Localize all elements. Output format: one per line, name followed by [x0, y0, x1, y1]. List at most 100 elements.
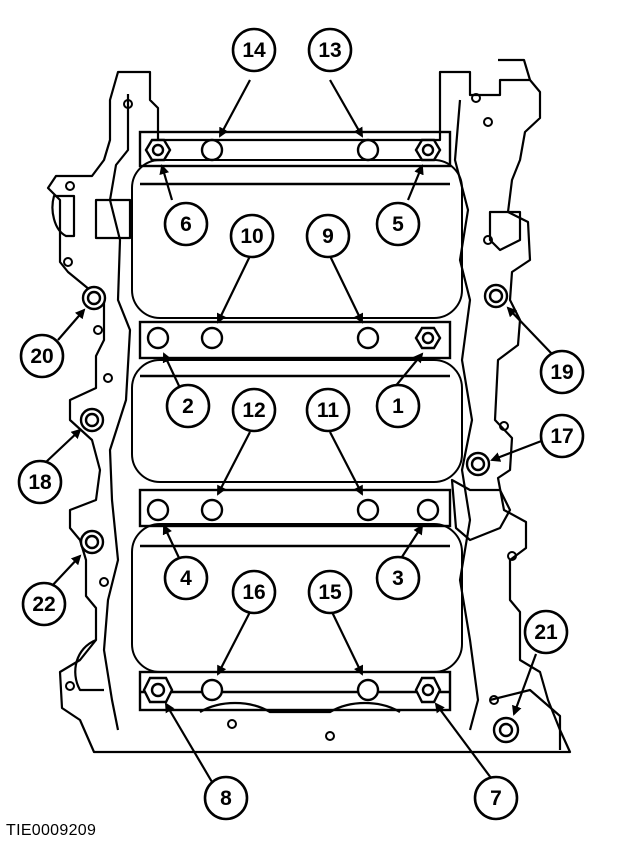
bearing-cap-3	[138, 488, 452, 528]
callout-circle	[21, 581, 67, 627]
bolt-12	[200, 498, 224, 522]
callout-13: 13	[307, 27, 353, 73]
bolt-19	[483, 283, 509, 309]
bolt-4	[146, 498, 170, 522]
callout-circle	[473, 775, 519, 821]
callout-20: 20	[19, 333, 65, 379]
callout-label: 18	[28, 471, 52, 494]
callout-circle	[19, 333, 65, 379]
bolt-11	[356, 498, 380, 522]
callout-label: 17	[550, 425, 573, 448]
leader-arrows	[45, 79, 553, 783]
callout-circle	[229, 213, 275, 259]
callout-circle	[307, 27, 353, 73]
callout-11: 11	[305, 387, 351, 433]
bolt-3	[416, 498, 440, 522]
chamber-top	[131, 159, 463, 319]
callout-14: 14	[231, 27, 277, 73]
callout-18: 18	[17, 459, 63, 505]
bolt-21	[492, 716, 520, 744]
callout-label: 16	[242, 581, 265, 604]
callout-22: 22	[21, 581, 67, 627]
callout-7: 7	[473, 775, 519, 821]
bolts	[79, 138, 520, 744]
callout-circle	[203, 775, 249, 821]
bolt-17	[465, 451, 491, 477]
callout-circle	[375, 383, 421, 429]
bearing-cap-rails	[138, 130, 452, 712]
callout-label: 3	[392, 567, 404, 590]
callout-19: 19	[539, 349, 585, 395]
callout-label: 2	[182, 395, 194, 418]
callout-label: 12	[242, 399, 265, 422]
callout-12: 12	[231, 387, 277, 433]
hex-bolt-1	[414, 326, 442, 350]
bolt-16	[200, 678, 224, 702]
hex-bolt-8	[142, 676, 174, 704]
callout-circle	[231, 387, 277, 433]
callout-21: 21	[523, 609, 569, 655]
callout-circle	[523, 609, 569, 655]
callout-1: 1	[375, 383, 421, 429]
figure-id: TIE0009209	[6, 822, 97, 839]
bearing-cap-2	[138, 320, 452, 360]
bolt-10	[200, 326, 224, 350]
callout-circle	[17, 459, 63, 505]
callout-3: 3	[375, 555, 421, 601]
callout-label: 10	[240, 225, 263, 248]
callout-circle	[539, 349, 585, 395]
callout-16: 16	[231, 569, 277, 615]
callout-label: 8	[220, 787, 232, 810]
callout-10: 10	[229, 213, 275, 259]
callout-6: 6	[163, 201, 209, 247]
callout-label: 5	[392, 213, 404, 236]
callout-circle	[375, 555, 421, 601]
callout-circle	[165, 383, 211, 429]
engine-block-outline	[46, 58, 572, 754]
callout-8: 8	[203, 775, 249, 821]
bolt-13	[356, 138, 380, 162]
callout-label: 13	[318, 39, 341, 62]
callout-17: 17	[539, 413, 585, 459]
callout-circle	[231, 27, 277, 73]
cylinder-chambers	[131, 159, 463, 673]
callout-label: 19	[550, 361, 573, 384]
bolt-9	[356, 326, 380, 350]
callout-circle	[307, 569, 353, 615]
bolt-15	[356, 678, 380, 702]
callout-circle	[163, 201, 209, 247]
callout-9: 9	[305, 213, 351, 259]
callout-label: 7	[490, 787, 502, 810]
callout-label: 1	[392, 395, 404, 418]
bolt-22	[79, 529, 105, 555]
callout-circle	[231, 569, 277, 615]
bolt-2	[146, 326, 170, 350]
callout-label: 9	[322, 225, 334, 248]
callout-label: 11	[317, 399, 340, 422]
hex-bolt-7	[414, 676, 442, 704]
callout-circle	[163, 555, 209, 601]
callout-15: 15	[307, 569, 353, 615]
callout-label: 15	[318, 581, 342, 604]
bolt-20	[81, 285, 107, 311]
callout-circle	[305, 213, 351, 259]
hex-bolt-6	[144, 138, 172, 162]
callout-label: 4	[180, 567, 192, 590]
callout-circle	[375, 201, 421, 247]
callout-circle	[539, 413, 585, 459]
casting-holes	[63, 93, 517, 741]
callout-4: 4	[163, 555, 209, 601]
callout-label: 6	[180, 213, 192, 236]
callout-2: 2	[165, 383, 211, 429]
bearing-cap-1	[138, 130, 452, 168]
chamber-middle	[131, 359, 463, 483]
callout-5: 5	[375, 201, 421, 247]
bolt-14	[200, 138, 224, 162]
callout-label: 22	[32, 593, 55, 616]
callout-label: 21	[534, 621, 558, 644]
callout-circle	[305, 387, 351, 433]
callout-label: 20	[30, 345, 53, 368]
bolt-18	[79, 407, 105, 433]
